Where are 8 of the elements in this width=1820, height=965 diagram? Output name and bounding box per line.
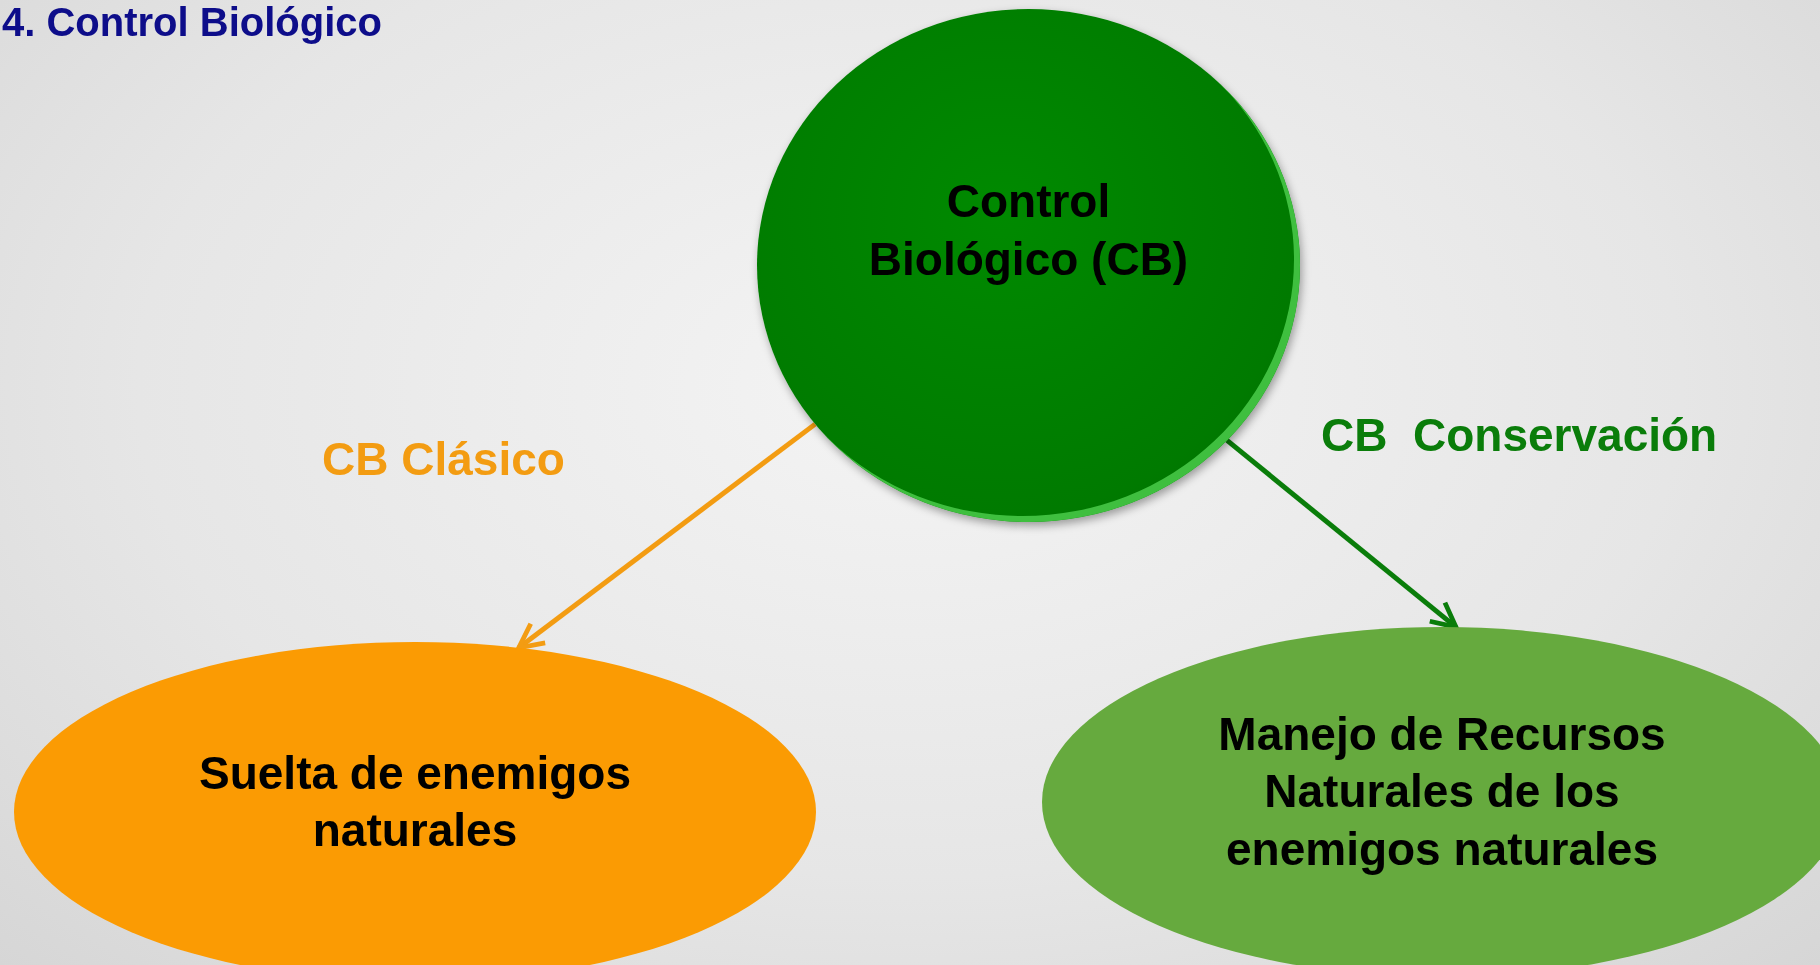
node-text: Manejo de Recursos Naturales de los enemigos naturales [1217,706,1667,877]
title: 4. Control Biológico [2,0,382,45]
arrow [516,422,817,651]
edge-label: CB Conservación [1321,408,1718,462]
node-text: Suelta de enemigos naturales [198,745,632,858]
arrow [1225,438,1459,630]
edge-label: CB Clásico [322,432,565,486]
node-text: Control Biológico (CB) [867,174,1190,287]
